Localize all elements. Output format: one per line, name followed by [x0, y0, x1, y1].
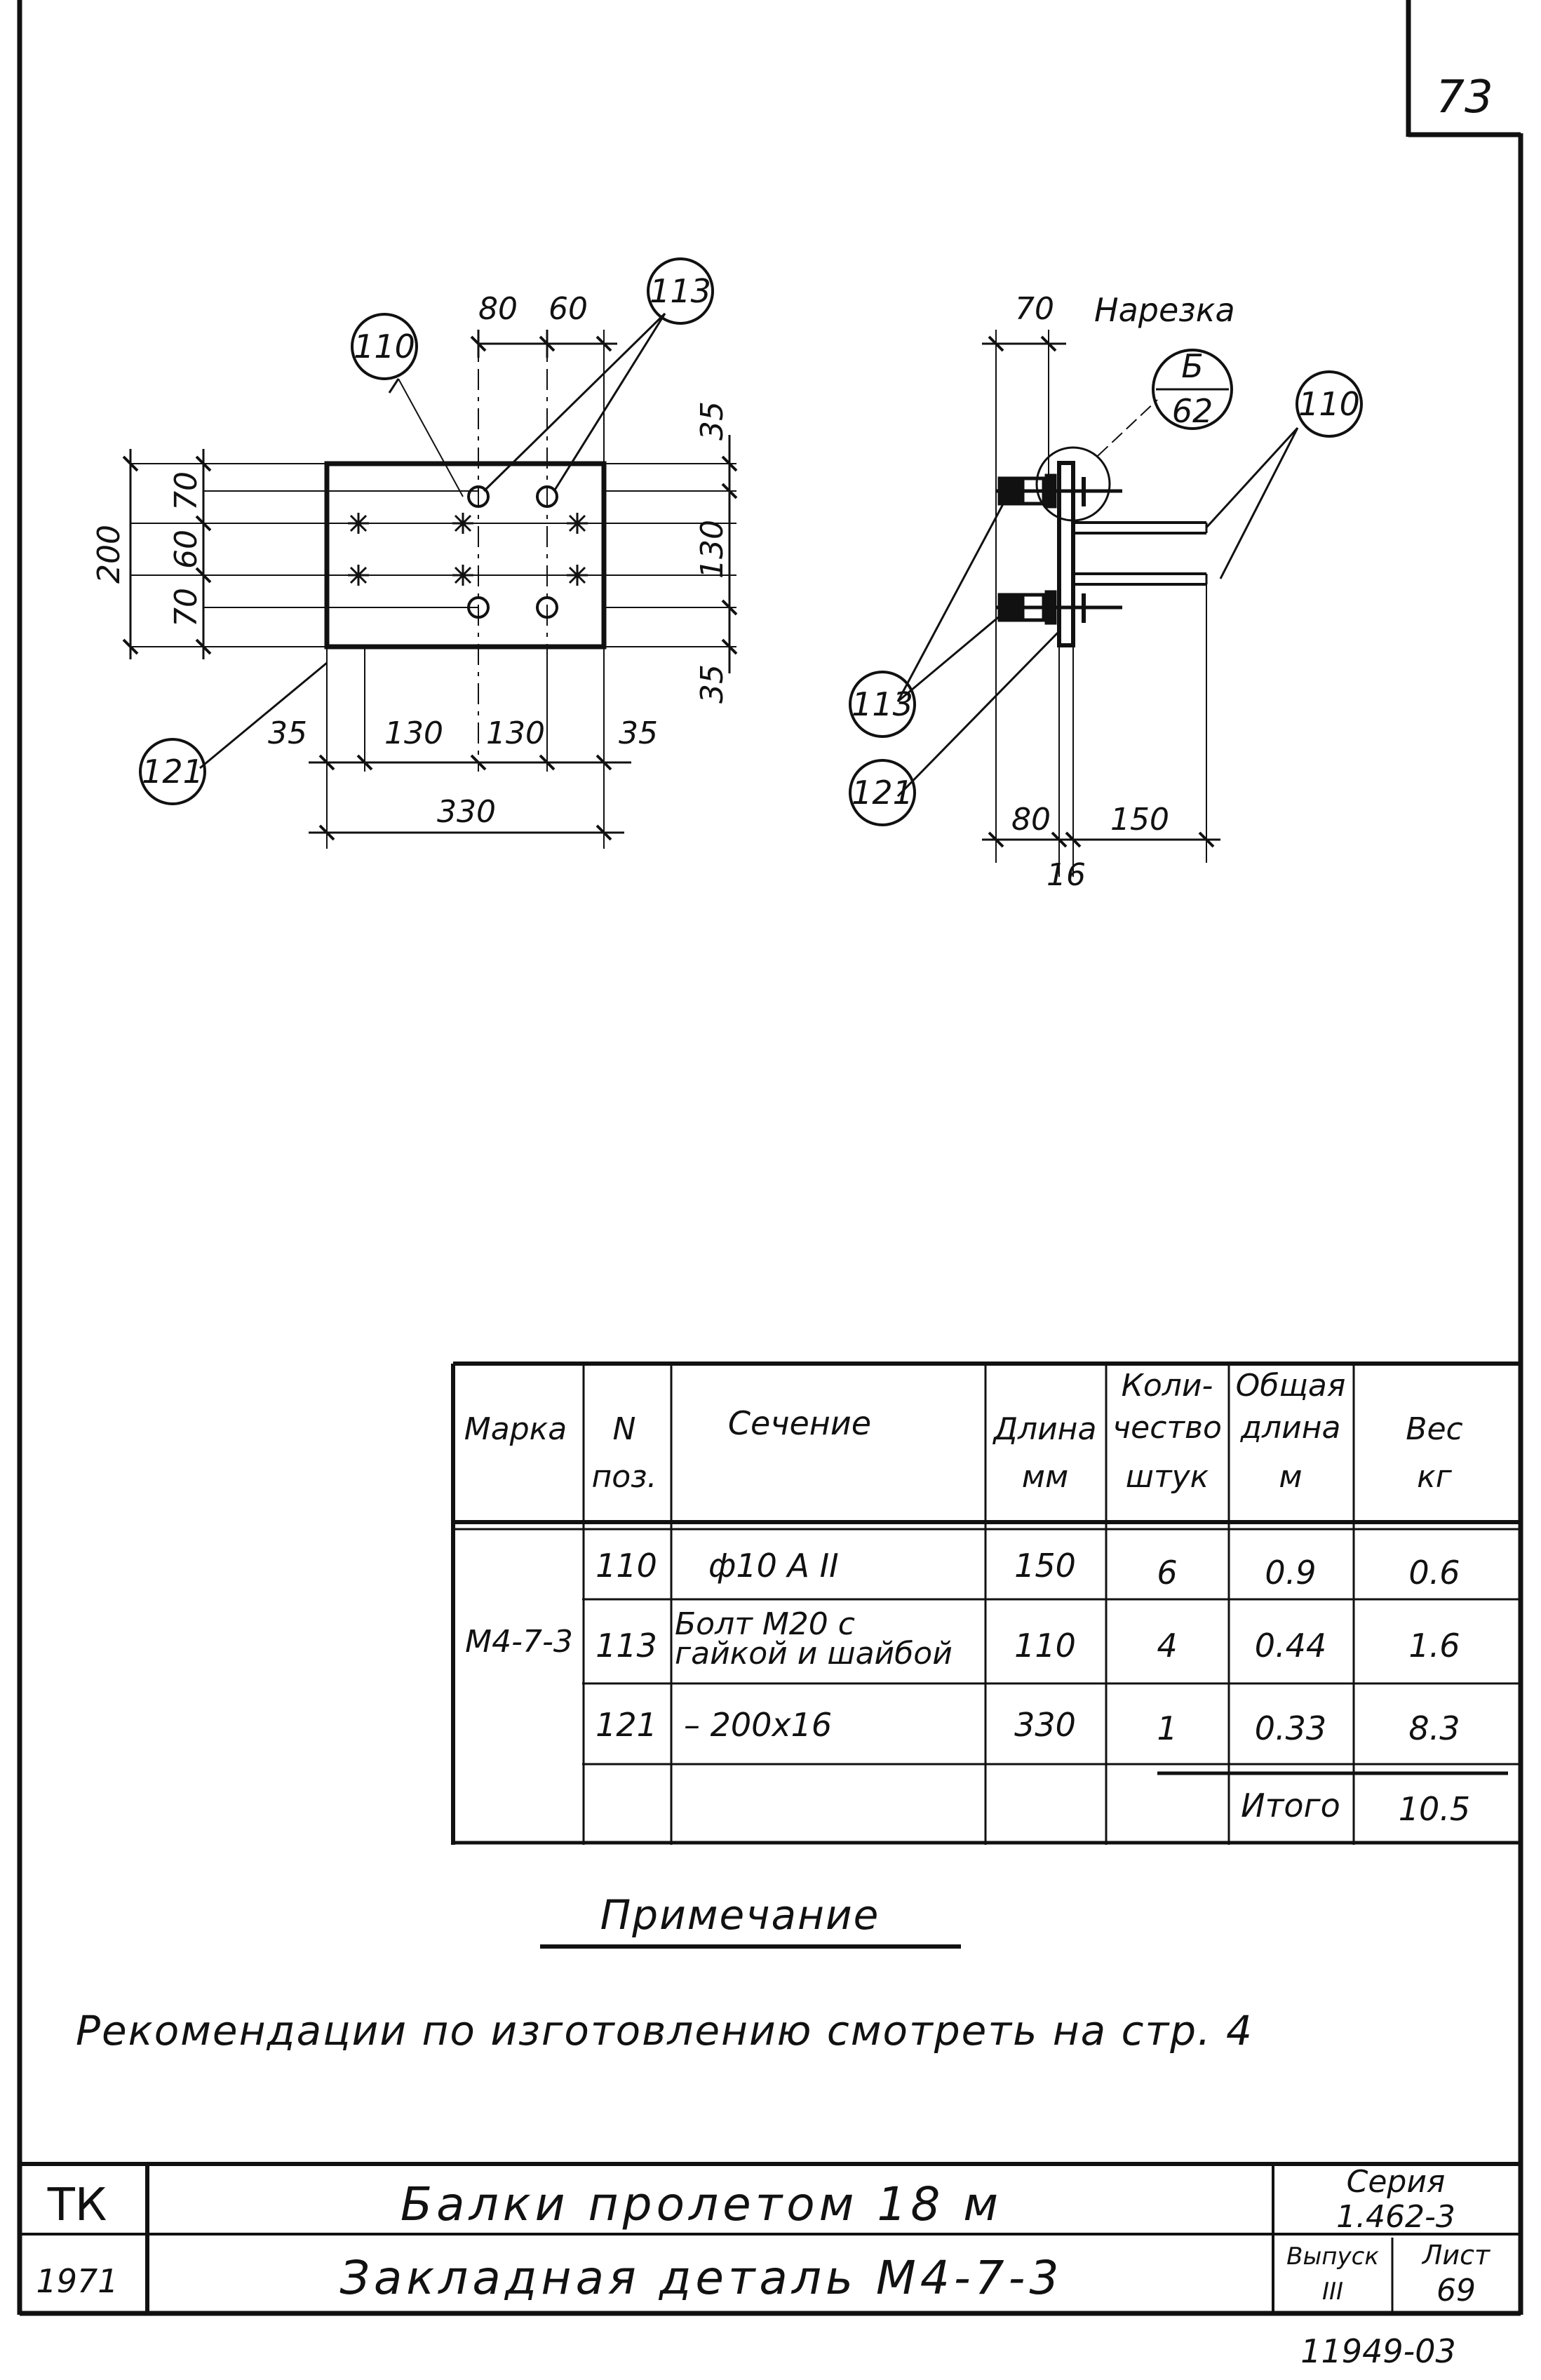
- sheet-label: Лист: [1421, 2240, 1491, 2271]
- side-dim-bottom-2: 150: [1110, 802, 1169, 838]
- row-1-pos: 110: [595, 1547, 657, 1585]
- issue-value: III: [1322, 2278, 1343, 2306]
- side-callout-113: 113: [852, 685, 913, 723]
- issue-label: Выпуск: [1286, 2243, 1379, 2271]
- thread-label: Нарезка: [1094, 291, 1235, 329]
- page-number: 73: [1436, 72, 1493, 123]
- row-1-section: ф10 А II: [708, 1547, 839, 1585]
- row-1-length: 150: [1014, 1547, 1076, 1585]
- year: 1971: [36, 2262, 118, 2300]
- series-label: Серия: [1347, 2164, 1446, 2200]
- title-block: ТК 1971 Балки пролетом 18 м Закладная де…: [36, 2164, 1491, 2308]
- plan-dim-bottom-4: 35: [619, 715, 658, 751]
- row-1-weight: 0.6: [1408, 1554, 1460, 1592]
- plan-dim-left-1: 70: [168, 471, 204, 511]
- total-label: Итого: [1241, 1787, 1340, 1824]
- plan-dim-top-2: 60: [549, 291, 588, 327]
- header-weight-1: Вес: [1406, 1411, 1462, 1447]
- header-total-1: Общая: [1236, 1368, 1346, 1404]
- row-3-length: 330: [1014, 1706, 1076, 1744]
- plan-dim-bottom-3: 130: [486, 715, 545, 751]
- header-pos-1: N: [613, 1411, 636, 1447]
- row-3-section: – 200х16: [684, 1706, 832, 1744]
- plan-callout-113: 113: [650, 272, 711, 310]
- header-length-1: Длина: [992, 1411, 1097, 1447]
- side-view: [849, 330, 1363, 877]
- header-pos-2: поз.: [591, 1459, 657, 1495]
- section-callout-sheet: 62: [1172, 392, 1213, 430]
- side-view-labels: 70 Нарезка Б 62 80 150 16 110 113 121: [852, 291, 1360, 893]
- side-dim-bottom-1: 80: [1011, 802, 1051, 838]
- org-code: ТК: [47, 2179, 107, 2231]
- plan-dim-left-2: 60: [168, 530, 204, 569]
- spec-table: Марка N поз. Сечение Длина мм Коли- чест…: [464, 1368, 1470, 1828]
- sheet-frame: [17, 0, 1523, 2316]
- plan-callout-121: 121: [142, 753, 203, 791]
- row-3-pos: 121: [595, 1706, 657, 1744]
- plan-dim-left-overall: 200: [91, 525, 127, 584]
- header-qty-2: чество: [1112, 1410, 1222, 1446]
- section-callout-letter: Б: [1181, 347, 1204, 385]
- table-row: 121 – 200х16 330 1 0.33 8.3: [595, 1706, 1460, 1747]
- row-2-section-line-2: гайкой и шайбой: [675, 1636, 953, 1672]
- plan-dim-bottom-1: 35: [268, 715, 307, 751]
- drawing-title-2: Закладная деталь М4-7-3: [340, 2251, 1063, 2305]
- row-1-qty: 6: [1157, 1554, 1177, 1592]
- row-2-section-line-1: Болт М20 с: [675, 1606, 855, 1642]
- row-3-total: 0.33: [1255, 1709, 1326, 1747]
- table-row: 110 ф10 А II 150 6 0.9 0.6: [595, 1547, 1460, 1592]
- spec-table-grid: [451, 1362, 1521, 1845]
- header-weight-2: кг: [1417, 1459, 1453, 1495]
- title-block-grid: [20, 2162, 1521, 2315]
- side-dim-bottom-3: 16: [1047, 857, 1086, 893]
- plan-dim-overall: 330: [437, 794, 496, 830]
- series-value: 1.462-3: [1336, 2199, 1455, 2235]
- plan-view-labels: 80 60 200 70 60 70 35 130 35 35 130 130 …: [91, 272, 730, 830]
- plan-dim-top-1: 80: [478, 291, 518, 327]
- plan-view: [122, 257, 738, 849]
- inventory-number: 11949-03: [1300, 2332, 1455, 2370]
- side-callout-121: 121: [852, 774, 913, 812]
- side-dim-top: 70: [1015, 291, 1054, 327]
- header-qty-1: Коли-: [1122, 1368, 1213, 1404]
- plan-dim-left-3: 70: [168, 588, 204, 627]
- row-2-pos: 113: [595, 1627, 657, 1665]
- row-2-weight: 1.6: [1408, 1627, 1460, 1665]
- table-row: 113 Болт М20 с гайкой и шайбой 110 4 0.4…: [595, 1606, 1460, 1672]
- row-1-total: 0.9: [1265, 1554, 1316, 1592]
- header-mark: Марка: [464, 1411, 567, 1447]
- drawing-title-1: Балки пролетом 18 м: [401, 2177, 1002, 2231]
- plan-dim-right-3: 35: [694, 664, 730, 704]
- total-value: 10.5: [1399, 1790, 1470, 1828]
- header-total-2: длина: [1240, 1410, 1341, 1446]
- note-block: Примечание Рекомендации по изготовлению …: [76, 1891, 1253, 2055]
- header-qty-3: штук: [1126, 1459, 1209, 1495]
- row-3-qty: 1: [1157, 1709, 1177, 1747]
- note-text: Рекомендации по изготовлению смотреть на…: [76, 2007, 1253, 2055]
- row-2-length: 110: [1014, 1627, 1076, 1665]
- note-title: Примечание: [600, 1891, 880, 1939]
- row-2-qty: 4: [1157, 1627, 1177, 1665]
- header-total-3: м: [1279, 1459, 1302, 1495]
- plan-dim-bottom-2: 130: [384, 715, 443, 751]
- row-2-total: 0.44: [1255, 1627, 1326, 1665]
- sheet-value: 69: [1436, 2273, 1476, 2308]
- plan-callout-110: 110: [354, 328, 415, 365]
- header-section: Сечение: [728, 1404, 871, 1442]
- plan-dim-right-1: 35: [694, 401, 730, 441]
- mark-value: М4-7-3: [465, 1624, 573, 1660]
- plan-dim-right-2: 130: [694, 520, 730, 579]
- side-callout-110: 110: [1298, 385, 1360, 423]
- header-length-2: мм: [1022, 1459, 1068, 1495]
- row-3-weight: 8.3: [1408, 1709, 1460, 1747]
